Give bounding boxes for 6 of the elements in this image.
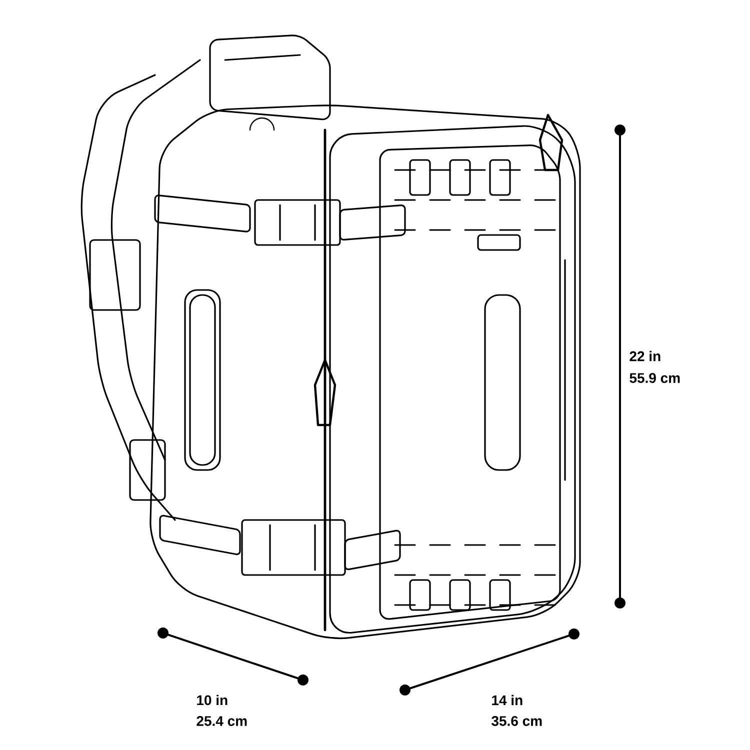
dimension-label: 10 in <box>197 694 228 706</box>
dimension-label: 22 in <box>630 350 660 362</box>
dimension-label: 55.9 cm <box>630 373 680 383</box>
dimension-label: 14 in <box>492 694 522 706</box>
dimension-label: 35.6 cm <box>492 716 542 726</box>
dimension-label: 25.4 cm <box>196 716 247 726</box>
